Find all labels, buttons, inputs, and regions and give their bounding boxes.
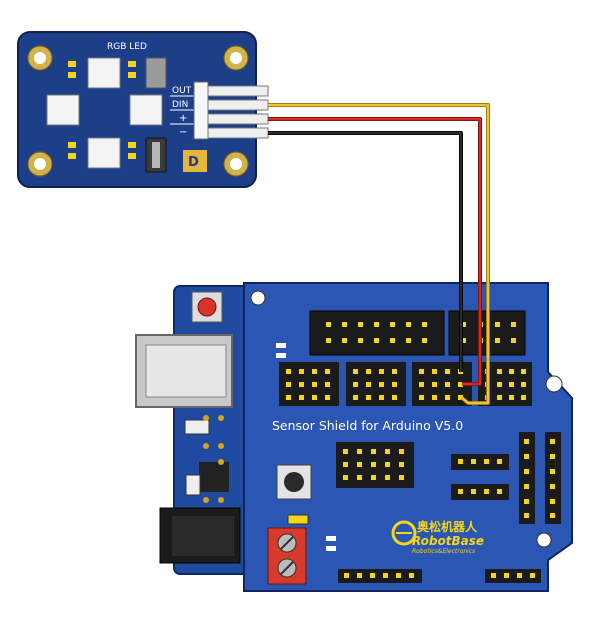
rgb-led-module [17,31,269,188]
mounting-hole [27,151,53,177]
led-top [87,57,121,89]
pin-label-plus: + [179,113,187,124]
pin-label-out: OUT [172,86,192,96]
led-bottom [87,137,121,169]
led-left [46,94,80,126]
wires [268,103,490,405]
brand-en: RobotBase [412,534,484,548]
pin-label-din: DIN [172,100,188,110]
logo-letter: D [188,155,199,170]
jumper [287,514,309,525]
mounting-hole [223,45,249,71]
header-top-left [309,310,445,356]
mounting-hole [223,151,249,177]
module-title: RGB LED [107,42,147,52]
module-connector [193,81,209,140]
pin-label-minus: − [179,127,187,138]
shield-title: Sensor Shield for Arduino V5.0 [272,418,463,433]
capacitor [145,57,167,89]
led-right [129,94,163,126]
robotbase-logo [390,512,508,554]
header-right-1 [519,432,535,524]
mounting-hole [27,45,53,71]
brand-sub: Robotics&Electronics [412,548,475,555]
logo-pad [183,150,207,172]
sensor-shield-board [243,282,573,592]
brand-cn: 奥松机器人 [417,519,478,534]
header-right-2 [545,432,561,524]
